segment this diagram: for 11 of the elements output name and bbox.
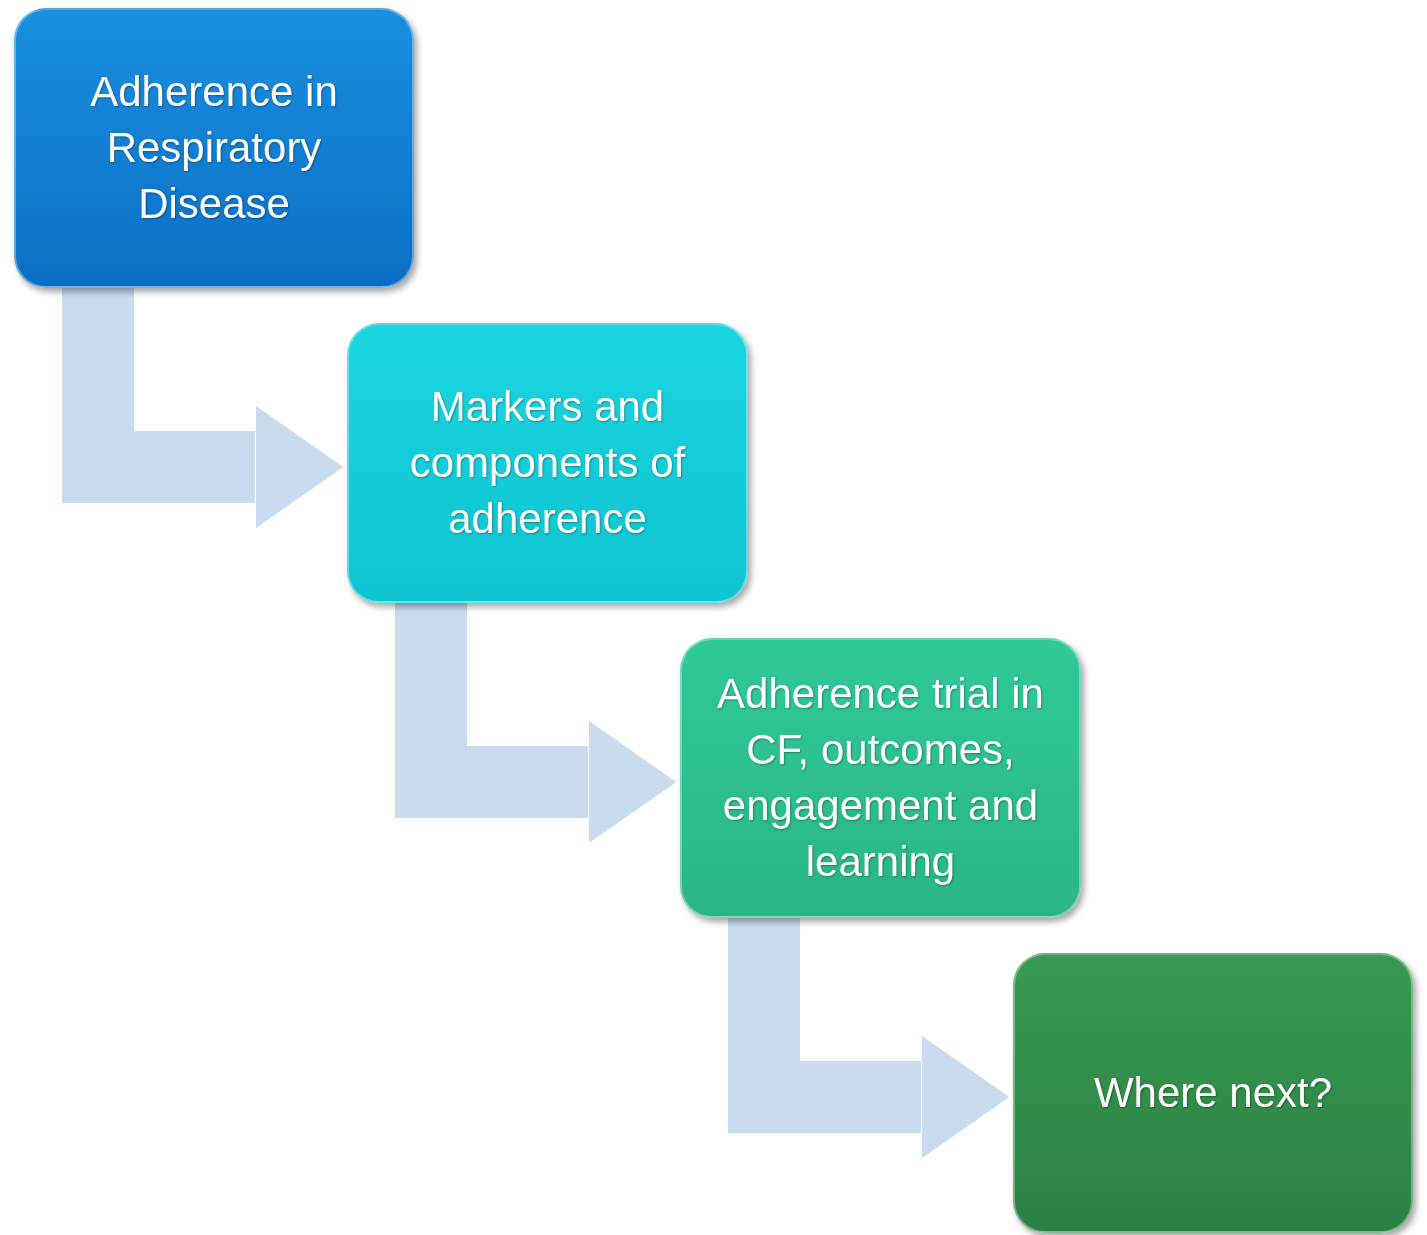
bent-arrow xyxy=(395,603,679,846)
bent-arrow xyxy=(62,288,346,531)
process-box xyxy=(1013,953,1413,1233)
box-label: Adherence trial in CF, outcomes, engagement and learning xyxy=(716,669,1045,887)
process-box xyxy=(14,8,414,288)
box-label: Markers and components of adherence xyxy=(408,382,687,544)
process-box xyxy=(347,323,748,603)
box-label: Adherence in Respiratory Disease xyxy=(89,67,339,229)
box-label: Where next? xyxy=(1092,1068,1334,1118)
bent-arrow xyxy=(728,918,1012,1161)
process-box xyxy=(680,638,1081,918)
